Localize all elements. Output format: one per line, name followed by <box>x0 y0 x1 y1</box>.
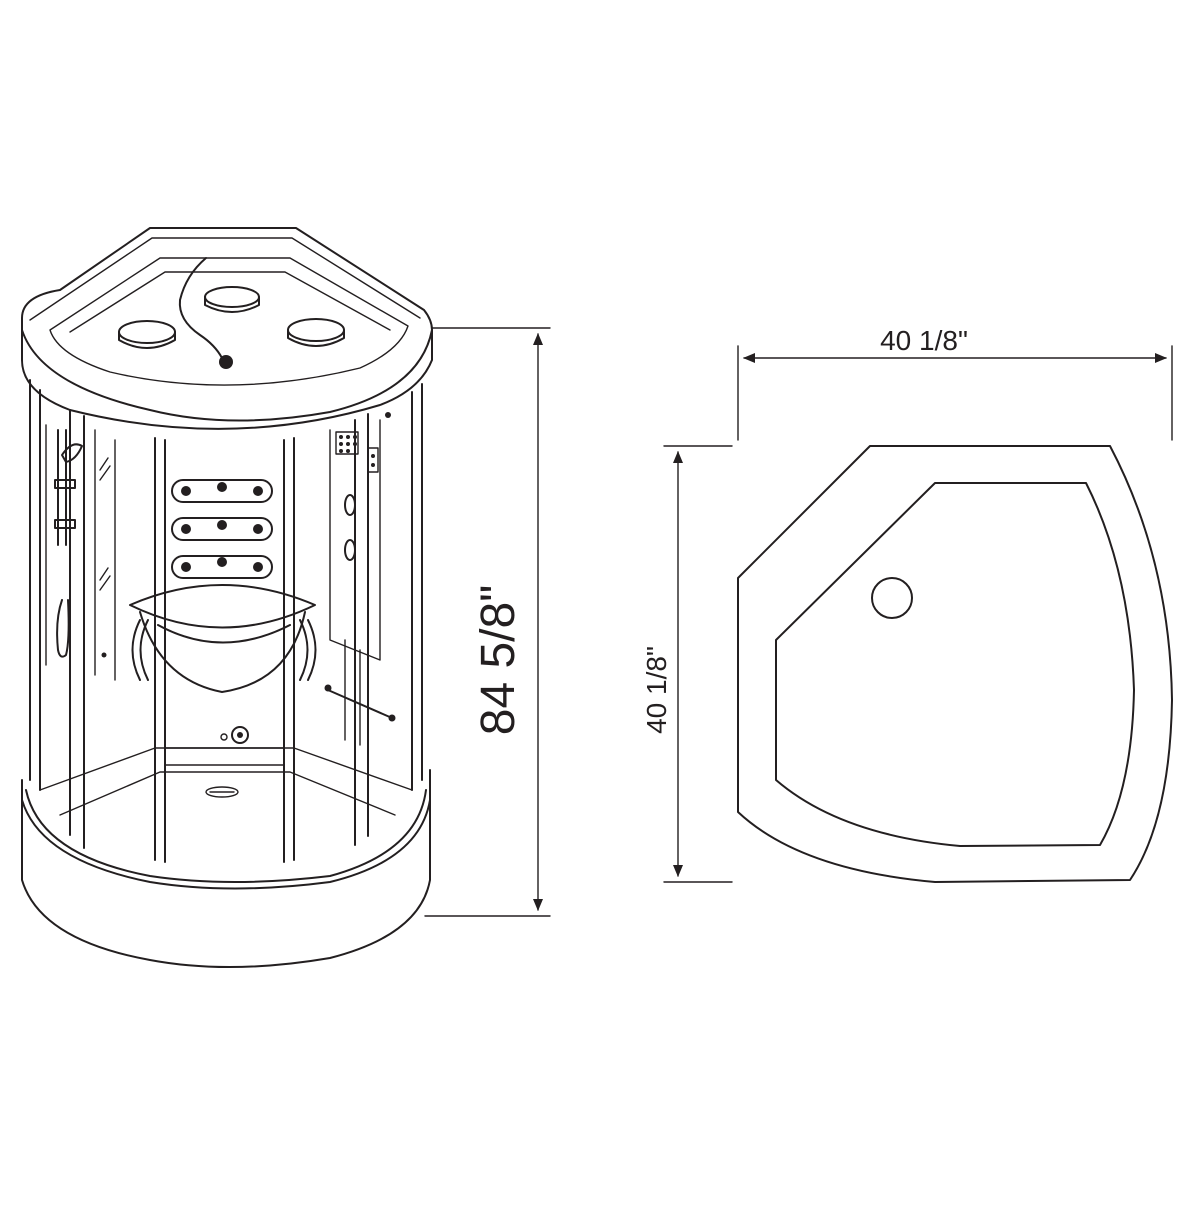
hand-shower-head-icon <box>61 443 83 463</box>
footprint-drain <box>871 577 913 619</box>
rear-wall <box>129 479 317 766</box>
left-shower-panel <box>45 424 116 681</box>
depth-label: 40 1/8" <box>641 646 672 734</box>
floor-tap <box>220 726 249 744</box>
width-dimension: 40 1/8" <box>737 325 1173 441</box>
corner-seat <box>129 584 316 693</box>
roof-fan-knob <box>219 355 233 369</box>
footprint-inner-outline <box>775 482 1135 847</box>
roof-cable <box>178 257 223 359</box>
width-label: 40 1/8" <box>880 325 968 356</box>
roof-light-right <box>287 318 345 347</box>
height-dimension: 84 5/8" <box>424 327 551 917</box>
massage-jet-bank-2 <box>171 517 273 541</box>
shower-base <box>21 747 431 968</box>
roof <box>21 227 433 430</box>
hand-shower-hose <box>56 599 70 658</box>
towel-bar <box>327 689 393 719</box>
floor-drain <box>205 786 239 798</box>
massage-jet-bank-3 <box>171 555 273 579</box>
footprint-outer-outline <box>737 445 1173 883</box>
roof-light-center <box>204 286 260 313</box>
frame-posts <box>29 379 423 863</box>
shower-cabin-perspective <box>21 227 433 968</box>
control-panel <box>324 412 396 746</box>
roof-light-left <box>118 320 176 349</box>
height-label: 84 5/8" <box>472 585 525 736</box>
massage-jet-bank-1 <box>171 479 273 503</box>
grab-handle-left <box>131 619 149 681</box>
depth-dimension: 40 1/8" <box>641 445 733 883</box>
footprint-top-view <box>737 445 1173 883</box>
grab-handle-right <box>299 619 317 681</box>
